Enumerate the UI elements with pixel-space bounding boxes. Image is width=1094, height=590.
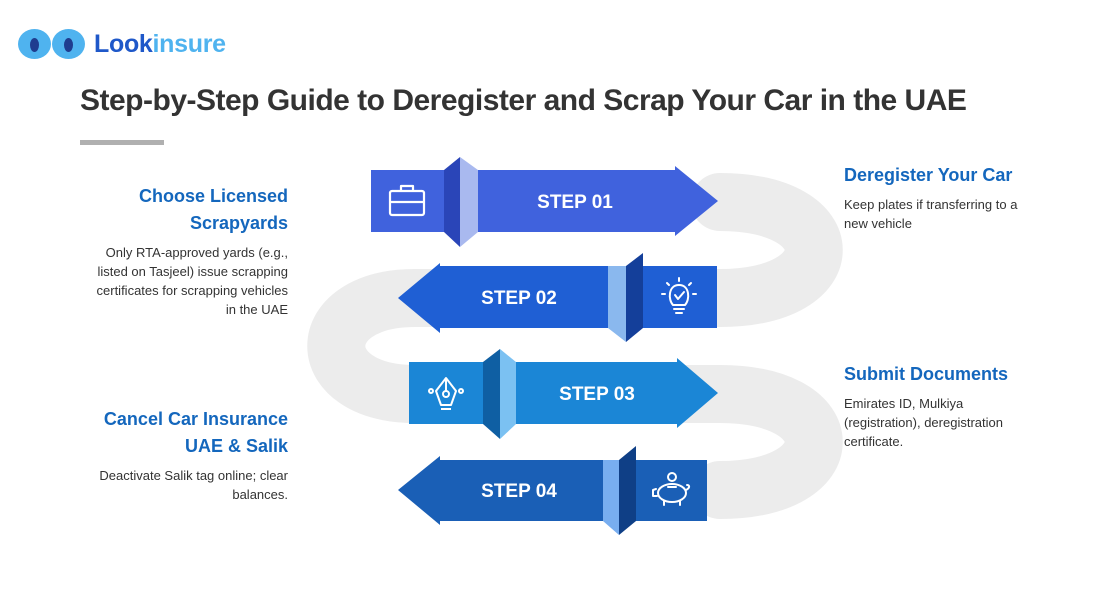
briefcase-icon bbox=[388, 184, 426, 217]
submit-documents-body-line2: (registration), deregistration bbox=[844, 415, 1003, 430]
submit-documents-title: Submit Documents bbox=[844, 364, 1009, 384]
cancel-insurance-body-line2: balances. bbox=[232, 487, 288, 502]
step-02-label: STEP 02 bbox=[481, 288, 557, 309]
choose-scrapyards-body-line1: Only RTA-approved yards (e.g., bbox=[105, 245, 288, 260]
lightbulb-icon bbox=[661, 277, 697, 314]
serpentine-background bbox=[307, 173, 843, 519]
step-01: STEP 01 bbox=[371, 157, 718, 247]
cancel-insurance-title-line1: Cancel Car Insurance bbox=[103, 409, 288, 429]
choose-scrapyards-body-line2: listed on Tasjeel) issue scrapping bbox=[97, 264, 288, 279]
submit-documents-body: Emirates ID, Mulkiya (registration), der… bbox=[844, 394, 1084, 451]
piggy-bank-icon bbox=[652, 472, 691, 506]
cancel-insurance-title-line2: UAE & Salik bbox=[184, 436, 288, 456]
title-underline bbox=[80, 140, 164, 145]
step-04-label: STEP 04 bbox=[481, 481, 557, 502]
submit-documents-body-line3: certificate. bbox=[844, 434, 904, 449]
brand-name-part2: insure bbox=[152, 29, 227, 58]
step-04: STEP 04 bbox=[398, 446, 707, 535]
cancel-insurance-body: Deactivate Salik tag online; clear balan… bbox=[60, 466, 288, 504]
deregister-block: Deregister Your Car Keep plates if trans… bbox=[844, 162, 1084, 233]
page-title: Step-by-Step Guide to Deregister and Scr… bbox=[80, 84, 967, 117]
step-01-label: STEP 01 bbox=[537, 192, 613, 213]
step-03: STEP 03 bbox=[409, 349, 718, 439]
submit-documents-block: Submit Documents Emirates ID, Mulkiya (r… bbox=[844, 361, 1084, 451]
brand-logo[interactable]: Lookinsure bbox=[18, 26, 226, 62]
deregister-body-line2: new vehicle bbox=[844, 216, 912, 231]
choose-scrapyards-body: Only RTA-approved yards (e.g., listed on… bbox=[74, 243, 288, 319]
choose-scrapyards-body-line4: in the UAE bbox=[225, 302, 288, 317]
choose-scrapyards-body-line3: certificates for scrapping vehicles bbox=[96, 283, 288, 298]
brand-name-part1: Look bbox=[94, 29, 153, 58]
cancel-insurance-block: Cancel Car Insurance UAE & Salik Deactiv… bbox=[60, 406, 288, 504]
choose-scrapyards-block: Choose Licensed Scrapyards Only RTA-appr… bbox=[74, 183, 288, 319]
choose-scrapyards-title-line2: Scrapyards bbox=[189, 213, 288, 233]
deregister-body-line1: Keep plates if transferring to a bbox=[844, 197, 1018, 212]
submit-documents-body-line1: Emirates ID, Mulkiya bbox=[844, 396, 964, 411]
pen-nib-icon bbox=[428, 377, 464, 410]
logo-eyes-icon bbox=[18, 27, 88, 61]
deregister-title: Deregister Your Car bbox=[844, 165, 1013, 185]
brand-name: Lookinsure bbox=[94, 30, 226, 59]
step-02: STEP 02 bbox=[398, 253, 717, 342]
choose-scrapyards-title: Choose Licensed Scrapyards bbox=[74, 183, 288, 237]
cancel-insurance-title: Cancel Car Insurance UAE & Salik bbox=[60, 406, 288, 460]
cancel-insurance-body-line1: Deactivate Salik tag online; clear bbox=[99, 468, 288, 483]
choose-scrapyards-title-line1: Choose Licensed bbox=[138, 186, 288, 206]
step-03-label: STEP 03 bbox=[559, 384, 635, 405]
deregister-body: Keep plates if transferring to a new veh… bbox=[844, 195, 1084, 233]
